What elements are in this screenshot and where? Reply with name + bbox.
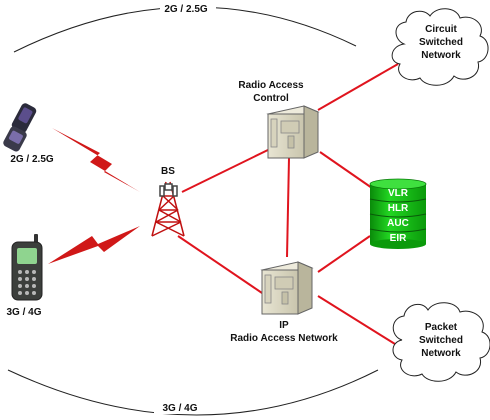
phone-3g-label: 3G / 4G bbox=[6, 307, 41, 318]
packet-cloud-line1: Packet bbox=[425, 322, 458, 333]
db-row-eir: EIR bbox=[390, 233, 407, 244]
db-row-hlr: HLR bbox=[388, 203, 409, 214]
rac-label-line2: Control bbox=[253, 93, 289, 104]
circuit-cloud-line1: Circuit bbox=[425, 24, 457, 35]
cell-tower-icon bbox=[151, 181, 185, 237]
circuit-cloud-line3: Network bbox=[421, 50, 461, 61]
subscriber-database-icon: VLR HLR AUC EIR bbox=[369, 178, 427, 249]
link-rac-circuit bbox=[317, 63, 399, 111]
bottom-coverage-arc bbox=[7, 369, 379, 416]
phone-2g-label: 2G / 2.5G bbox=[10, 154, 54, 165]
link-bs-ip bbox=[177, 235, 263, 294]
rac-label-line1: Radio Access bbox=[238, 80, 304, 91]
ip-label-line1: IP bbox=[279, 320, 289, 331]
circuit-switched-network-cloud: Circuit Switched Network bbox=[391, 8, 489, 86]
network-links bbox=[177, 63, 399, 345]
link-ip-packet bbox=[317, 295, 396, 345]
bottom-arc-label: 3G / 4G bbox=[162, 403, 197, 414]
flip-phone-icon bbox=[3, 103, 37, 152]
radio-access-control-server-icon bbox=[266, 105, 320, 159]
packet-cloud-line3: Network bbox=[421, 348, 461, 359]
link-bs-rac bbox=[181, 147, 273, 193]
link-rac-db bbox=[319, 151, 373, 189]
candybar-phone-icon bbox=[11, 234, 43, 301]
ip-ran-server-icon bbox=[260, 261, 314, 315]
top-arc-label: 2G / 2.5G bbox=[164, 4, 208, 15]
link-ip-db bbox=[317, 235, 371, 273]
ip-label-line2: Radio Access Network bbox=[230, 333, 338, 344]
circuit-cloud-line2: Switched bbox=[419, 37, 463, 48]
bs-label: BS bbox=[161, 166, 175, 177]
packet-switched-network-cloud: Packet Switched Network bbox=[392, 302, 490, 382]
db-row-vlr: VLR bbox=[388, 188, 409, 199]
link-rac-ip bbox=[286, 157, 290, 258]
radio-signal-bolt-bottom bbox=[48, 226, 140, 264]
db-row-auc: AUC bbox=[387, 218, 409, 229]
radio-signal-bolt-top bbox=[52, 128, 140, 192]
packet-cloud-line2: Switched bbox=[419, 335, 463, 346]
